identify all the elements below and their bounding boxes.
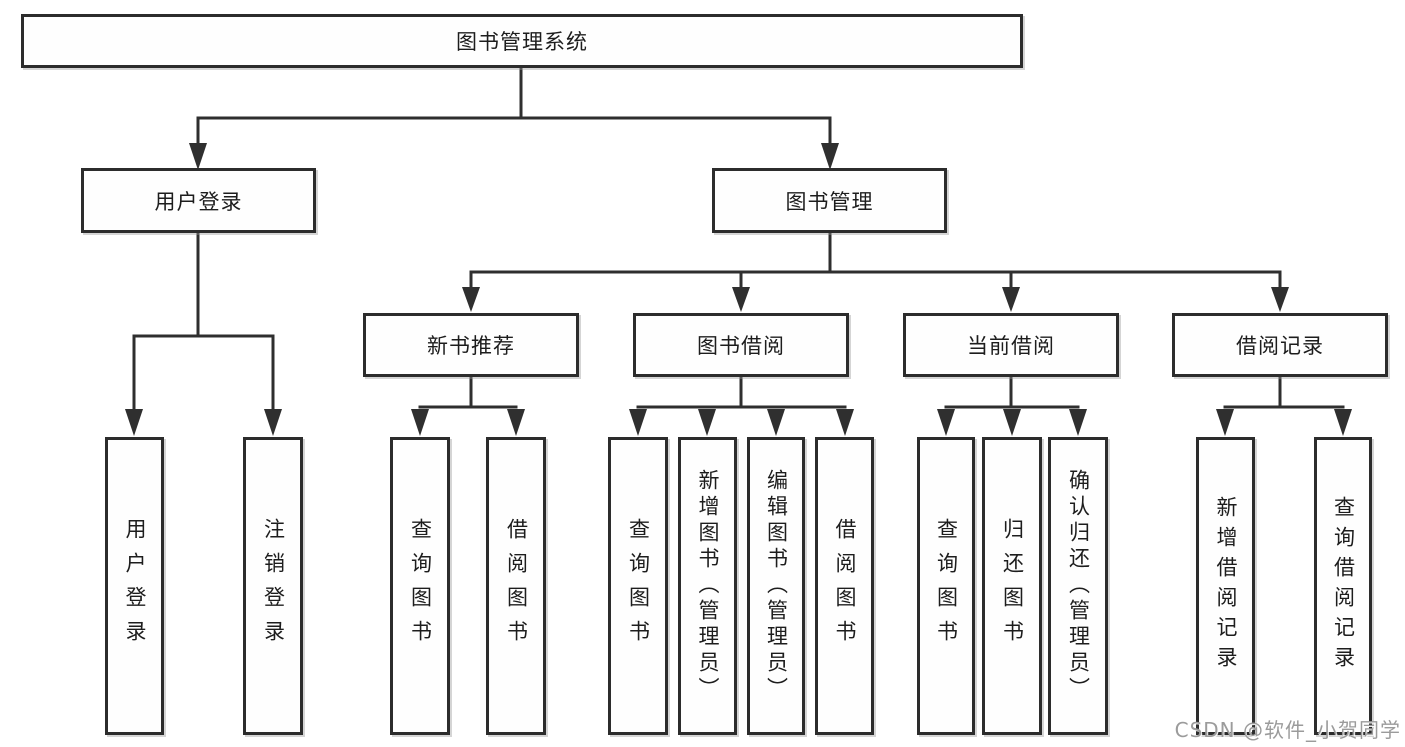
leaf-label: 用户登录	[123, 518, 147, 654]
leaf-label: 编辑图书（管理员）	[764, 469, 789, 703]
leaf-current-confirm-return-admin: 确认归还（管理员）	[1048, 437, 1108, 735]
arrowhead	[1334, 409, 1352, 436]
leaf-label: 新增借阅记录	[1214, 496, 1238, 676]
arrowhead	[462, 287, 480, 312]
arrowhead	[937, 409, 955, 436]
arrowhead	[264, 409, 282, 436]
leaf-label: 查询图书	[934, 518, 959, 654]
node-label: 图书管理	[785, 189, 874, 214]
node-current-borrow: 当前借阅	[903, 313, 1119, 377]
arrowhead	[1002, 287, 1020, 312]
node-library-management-system: 图书管理系统	[21, 14, 1023, 68]
leaf-recommend-borrow-books: 借阅图书	[486, 437, 546, 735]
leaf-borrow-edit-books-admin: 编辑图书（管理员）	[747, 437, 805, 735]
leaf-label: 注销登录	[261, 518, 286, 654]
arrowhead	[1003, 409, 1021, 436]
arrowhead	[732, 287, 750, 312]
csdn-watermark: CSDN @软件_小贺同学	[1174, 718, 1401, 742]
arrowhead	[698, 409, 716, 436]
leaf-label: 查询图书	[408, 518, 433, 654]
arrowhead	[821, 143, 839, 170]
node-label: 新书推荐	[427, 334, 515, 358]
leaf-logout: 注销登录	[243, 437, 303, 735]
leaf-label: 确认归还（管理员）	[1066, 469, 1091, 703]
arrowhead	[507, 409, 525, 436]
arrowhead	[767, 409, 785, 436]
leaf-records-query-record: 查询借阅记录	[1314, 437, 1372, 735]
leaf-borrow-query-books: 查询图书	[608, 437, 668, 735]
node-new-book-recommend: 新书推荐	[363, 313, 579, 377]
leaf-current-query-books: 查询图书	[917, 437, 975, 735]
arrowhead	[125, 409, 143, 436]
arrowhead	[411, 409, 429, 436]
leaf-records-add-record: 新增借阅记录	[1196, 437, 1255, 735]
node-label: 图书管理系统	[456, 30, 588, 54]
leaf-label: 借阅图书	[833, 518, 857, 654]
arrowhead	[1271, 287, 1289, 312]
arrowhead	[1069, 409, 1087, 436]
leaf-user-login: 用户登录	[105, 437, 164, 735]
node-user-login-branch: 用户登录	[81, 168, 316, 233]
leaf-borrow-borrow-books: 借阅图书	[815, 437, 874, 735]
leaf-label: 新增图书（管理员）	[696, 469, 720, 703]
arrowhead	[836, 409, 854, 436]
arrowhead	[1216, 409, 1234, 436]
node-label: 用户登录	[154, 189, 243, 214]
leaf-label: 归还图书	[1000, 518, 1025, 654]
leaf-borrow-add-books-admin: 新增图书（管理员）	[678, 437, 737, 735]
leaf-label: 借阅图书	[504, 518, 529, 654]
leaf-current-return-books: 归还图书	[982, 437, 1042, 735]
node-label: 图书借阅	[697, 334, 785, 358]
node-borrow-records: 借阅记录	[1172, 313, 1388, 377]
leaf-label: 查询借阅记录	[1331, 496, 1356, 676]
leaf-label: 查询图书	[626, 518, 651, 654]
arrowhead	[189, 143, 207, 170]
node-label: 当前借阅	[967, 334, 1055, 358]
leaf-recommend-query-books: 查询图书	[390, 437, 450, 735]
node-book-management: 图书管理	[712, 168, 947, 233]
node-book-borrow: 图书借阅	[633, 313, 849, 377]
node-label: 借阅记录	[1236, 334, 1324, 358]
arrowhead	[629, 409, 647, 436]
